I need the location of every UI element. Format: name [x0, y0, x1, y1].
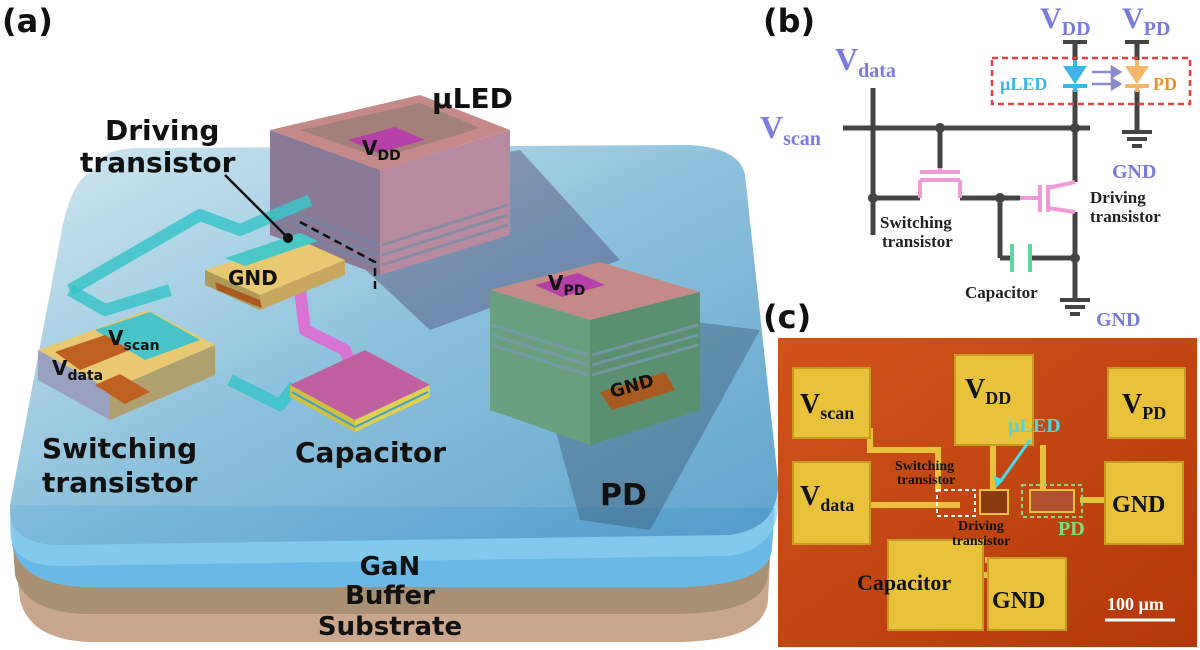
schematic-driving-1: Driving [1090, 188, 1146, 207]
uled-arrowhead [994, 476, 1004, 488]
uled-stack [270, 95, 510, 275]
buffer-label: Buffer [345, 581, 435, 611]
pd-title: PD [600, 478, 647, 513]
schematic-vdata: Vdata [835, 41, 896, 82]
gan-label: GaN [360, 552, 421, 582]
driving-pointer-dot [283, 233, 293, 243]
chip-gnd-bottom: GND [992, 588, 1045, 614]
panel-c: (c) Vscan [763, 298, 1197, 647]
driving-transistor-symbol [1020, 180, 1076, 214]
scale-bar-label: 100 µm [1107, 594, 1164, 614]
chip-driving-2: transistor [952, 534, 1010, 549]
switching-label-1: Switching [42, 432, 197, 465]
uled-diode-symbol [1063, 60, 1087, 92]
pd-stack [490, 262, 700, 445]
chip-capacitor: Capacitor [857, 570, 951, 595]
pd-device [1029, 489, 1075, 513]
panel-c-label: (c) [763, 298, 811, 336]
pad-capacitor [887, 539, 984, 631]
schematic-vpd: VPD [1122, 2, 1170, 40]
driving-transistor-block [205, 233, 345, 310]
glass-edge [9, 480, 779, 566]
uled-device [979, 489, 1009, 515]
driving-label-1: Driving [105, 114, 219, 147]
uled-pd-box [990, 56, 1192, 106]
chip-vdata: Vdata [800, 481, 854, 515]
pad-vdata [792, 461, 871, 545]
pad-gnd-bottom [987, 557, 1067, 631]
chip-uled: µLED [1008, 415, 1061, 437]
chip-pads [792, 354, 1186, 631]
uled-pad-label: VDD [362, 136, 401, 164]
pad-vdd [954, 354, 1034, 446]
panel-b-label: (b) [763, 2, 815, 40]
chip-driving-1: Driving [958, 519, 1004, 534]
schematic-gnd-top: GND [1112, 161, 1156, 183]
pad-vscan [792, 367, 871, 439]
schematic-driving-2: transistor [1090, 207, 1161, 226]
schematic-switching-1: Switching [880, 213, 952, 232]
driving-dashed-outline [299, 220, 377, 292]
driving-gnd-label: GND [228, 266, 278, 290]
pad-vpd [1107, 367, 1186, 439]
uled-title: µLED [432, 82, 513, 115]
emission-arrows [1092, 64, 1123, 92]
pd-pad-label: VPD [548, 271, 585, 299]
driving-pointer [224, 174, 289, 239]
switching-data-label: Vdata [52, 356, 103, 384]
schematic-pd-label: PD [1153, 74, 1177, 94]
uled-vdd-pad [348, 127, 425, 153]
panel-a: VDD µLED VPD GND PD [2, 2, 779, 642]
capacitor-symbol [1010, 244, 1032, 272]
switching-transistor-block [38, 310, 215, 420]
capacitor-block [290, 350, 430, 432]
pd-gnd-pad [600, 372, 675, 410]
pd-diode-symbol [1125, 60, 1149, 92]
driving-label-2: transistor [80, 146, 236, 179]
chip-vscan: Vscan [800, 389, 854, 423]
chip-vpd: VPD [1122, 389, 1166, 423]
schematic-vdd: VDD [1040, 2, 1091, 40]
chip-switching-2: transistor [897, 473, 955, 488]
schematic-vscan: Vscan [760, 109, 821, 150]
switching-scan-label: Vscan [108, 326, 160, 354]
pd-marker [1021, 484, 1083, 518]
switching-marker [936, 489, 976, 517]
schematic-gnd-bottom: GND [1096, 309, 1140, 331]
schematic-capacitor: Capacitor [965, 283, 1038, 302]
capacitor-label: Capacitor [295, 436, 446, 469]
chip-vdd: VDD [965, 374, 1011, 408]
substrate-label: Substrate [318, 612, 462, 642]
switching-transistor-symbol [918, 168, 962, 198]
chip-pd: PD [1058, 518, 1085, 540]
schematic-switching-2: transistor [882, 232, 953, 251]
uled-arrow [998, 439, 1032, 483]
schematic-terminals [1060, 40, 1152, 316]
chip-switching-1: Switching [895, 459, 954, 474]
schematic-uled-label: µLED [1000, 74, 1047, 94]
pad-gnd-right [1104, 461, 1184, 545]
pd-vdd-pad [535, 273, 605, 297]
glass-plate [9, 145, 779, 545]
chip-gnd-right: GND [1112, 492, 1165, 518]
switching-label-2: transistor [42, 466, 198, 499]
panel-b: (b) [760, 2, 1192, 331]
panel-a-label: (a) [2, 2, 53, 40]
